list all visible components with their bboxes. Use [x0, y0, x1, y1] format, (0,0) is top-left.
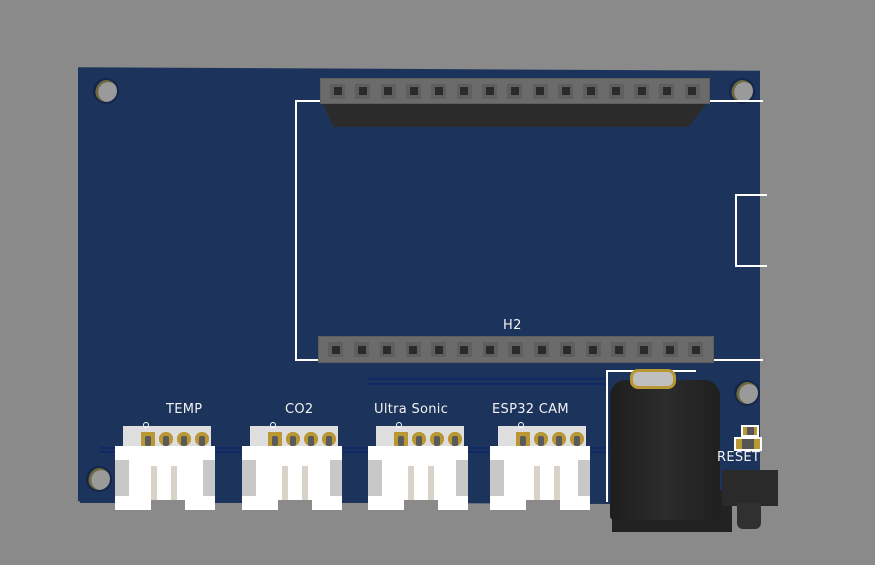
antenna-silkscreen-outline	[735, 194, 767, 267]
header-pin	[684, 83, 700, 99]
header-pin	[330, 83, 346, 99]
connector-co2	[242, 422, 342, 510]
pcb-trace	[100, 447, 610, 449]
mounting-hole-top-right	[731, 80, 753, 102]
smd-resistor	[734, 437, 762, 451]
top-header-h1	[320, 78, 710, 104]
header-pin	[354, 342, 370, 357]
mounting-hole-bottom-right	[736, 382, 758, 404]
header-pin	[456, 342, 472, 357]
header-h2	[318, 336, 714, 363]
header-pin	[507, 83, 523, 99]
header-pin	[662, 342, 678, 357]
header-pin	[482, 342, 498, 357]
header-pin	[534, 342, 550, 357]
header-pin	[379, 342, 395, 357]
header-pin	[431, 342, 447, 357]
header-pin	[611, 342, 627, 357]
header-pin	[558, 83, 574, 99]
header-pin	[482, 83, 498, 99]
connector-esp32cam	[490, 422, 590, 510]
header-pin	[405, 342, 421, 357]
header-pin	[508, 342, 524, 357]
header-pin	[636, 342, 652, 357]
h2-label: H2	[503, 318, 522, 333]
pcb-trace	[368, 383, 608, 385]
reset-button-stem	[737, 503, 761, 529]
header-pin	[608, 83, 624, 99]
mounting-hole-top-left	[95, 80, 117, 102]
connector-label-esp32cam: ESP32 CAM	[492, 402, 569, 417]
reset-button[interactable]	[722, 470, 778, 506]
top-header-body	[322, 102, 708, 127]
connector-label-ultrasonic: Ultra Sonic	[374, 402, 449, 417]
header-pin	[456, 83, 472, 99]
dc-jack-barrel	[610, 380, 720, 520]
header-pin	[559, 342, 575, 357]
header-pin	[532, 83, 548, 99]
connector-label-co2: CO2	[285, 402, 314, 417]
connector-temp	[115, 422, 215, 510]
header-pin	[328, 342, 344, 357]
mounting-hole-bottom-left	[88, 468, 110, 490]
header-pin	[431, 83, 447, 99]
header-pin	[583, 83, 599, 99]
smd-led	[741, 425, 759, 437]
module-silkscreen-outline	[295, 100, 763, 361]
pcb-trace	[100, 451, 610, 453]
pcb-trace	[368, 378, 608, 380]
reset-label: RESET	[717, 450, 761, 465]
dc-jack-pin	[630, 369, 676, 389]
header-pin	[380, 83, 396, 99]
header-pin	[688, 342, 704, 357]
header-pin	[355, 83, 371, 99]
connector-ultrasonic	[368, 422, 468, 510]
header-pin	[634, 83, 650, 99]
header-pin	[659, 83, 675, 99]
connector-label-temp: TEMP	[166, 402, 203, 417]
header-pin	[406, 83, 422, 99]
header-pin	[585, 342, 601, 357]
